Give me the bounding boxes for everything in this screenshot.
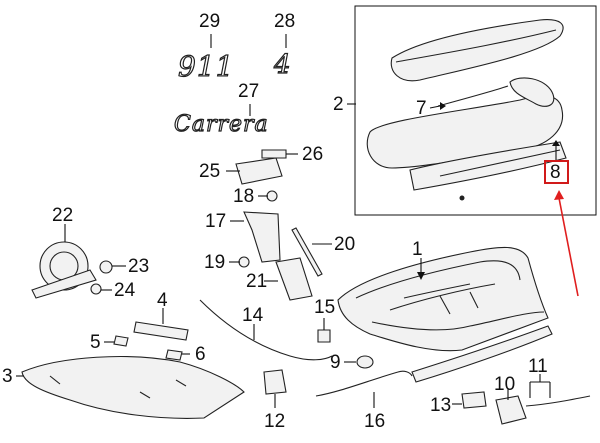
callout-23: 23	[128, 256, 150, 277]
lock-10	[495, 395, 527, 425]
callout-5: 5	[90, 332, 101, 353]
callout-2: 2	[333, 94, 344, 115]
callout-12: 12	[264, 411, 286, 432]
cover-21	[275, 257, 313, 301]
callout-25: 25	[199, 161, 221, 182]
callout-18: 18	[233, 186, 255, 207]
deck-lid-inner-4	[371, 311, 545, 331]
spoiler-trim-strip	[439, 149, 561, 177]
callout-9: 9	[330, 352, 341, 373]
spoiler-upper-edge	[395, 29, 557, 63]
spoiler-mount-right	[509, 77, 555, 107]
cable-16	[315, 370, 413, 397]
callout-19: 19	[204, 252, 226, 273]
spoiler-clip	[459, 195, 465, 201]
clip-15	[317, 329, 331, 343]
callout-14: 14	[242, 305, 264, 326]
pin-26	[261, 149, 287, 159]
callout-17: 17	[205, 211, 227, 232]
callout-7: 7	[416, 98, 427, 119]
callout-3: 3	[2, 366, 13, 387]
latch-25	[235, 157, 283, 185]
highlight-box-8	[544, 160, 569, 184]
deck-lid-inner-2	[389, 283, 496, 311]
cable-14	[199, 299, 333, 361]
callout-6: 6	[195, 344, 206, 365]
switch-13	[461, 391, 487, 409]
bolt-19	[238, 256, 250, 268]
deck-lid-seal	[411, 325, 553, 383]
cable-11	[525, 395, 591, 407]
spoiler-inset-frame	[354, 5, 597, 216]
spoiler-seal-7	[437, 85, 509, 107]
red-pointer-head	[554, 190, 564, 200]
callout-21: 21	[246, 271, 268, 292]
emblem-4: 4	[273, 49, 292, 80]
callout-8: 8	[550, 162, 561, 183]
red-pointer-arrow	[558, 197, 579, 297]
strut-20	[291, 227, 323, 277]
callout-22: 22	[52, 205, 74, 226]
bumper-9	[356, 355, 374, 369]
callout-20: 20	[334, 234, 356, 255]
emblem-carrera: Carrera	[173, 111, 269, 137]
clip-6	[165, 349, 183, 361]
fan-bracket	[31, 269, 97, 299]
bracket-4	[133, 321, 189, 341]
callout-26: 26	[302, 144, 324, 165]
emblem-911: 911	[177, 49, 235, 83]
insulation-pad-3	[21, 356, 245, 419]
callout-29: 29	[199, 11, 221, 32]
callout-15: 15	[314, 297, 336, 318]
nut-23	[99, 260, 113, 274]
arrow-1	[417, 272, 425, 280]
callout-24: 24	[114, 280, 136, 301]
bracket-12	[263, 369, 287, 395]
nut-24	[90, 283, 102, 295]
arrow-7	[440, 102, 446, 110]
callout-10: 10	[494, 374, 516, 395]
callout-4: 4	[157, 290, 168, 311]
callout-16: 16	[364, 411, 386, 432]
bolt-18	[266, 190, 278, 202]
spoiler-upper-blade	[390, 19, 564, 82]
callout-28: 28	[274, 11, 296, 32]
callout-1: 1	[412, 239, 423, 260]
leader-7	[429, 105, 441, 109]
hinge-17	[243, 211, 281, 263]
pad-detail	[49, 375, 187, 399]
arrow-8	[552, 140, 560, 146]
callout-13: 13	[430, 395, 452, 416]
deck-lid-inner-3	[403, 283, 479, 315]
deck-lid	[337, 246, 549, 352]
leader-11	[529, 374, 551, 398]
clip-5	[113, 335, 129, 347]
deck-lid-inner-1	[355, 260, 521, 299]
callout-27: 27	[238, 81, 260, 102]
callout-11: 11	[528, 356, 548, 377]
